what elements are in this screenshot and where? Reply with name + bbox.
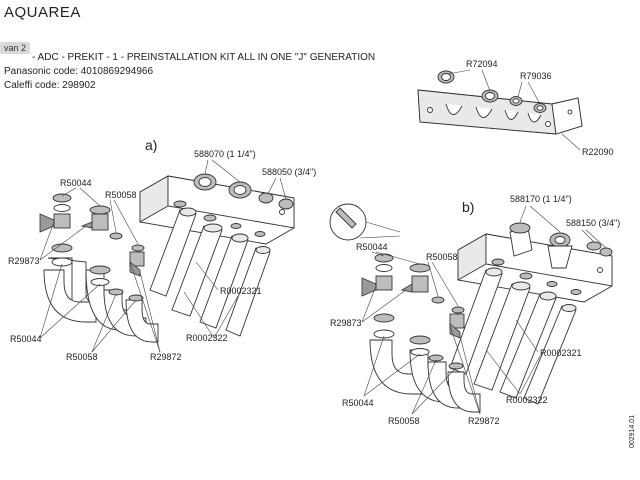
bracket-kit-illustration <box>417 70 583 135</box>
document-title: AQUAREA <box>4 4 81 21</box>
bracket-kit-leaders <box>447 69 581 151</box>
page-tab[interactable]: van 2 <box>0 42 31 54</box>
label-a-588050: 588050 (3/4") <box>262 167 316 177</box>
section-b-leaders <box>361 205 607 415</box>
label-r72094: R72094 <box>466 59 498 69</box>
document-code: 002914.01 <box>629 415 636 448</box>
label-b-r50044-top: R50044 <box>356 242 388 252</box>
label-a-r50058-bot: R50058 <box>66 352 98 362</box>
label-a-r0002321: R0002321 <box>220 286 262 296</box>
label-a-r50044-bot: R50044 <box>10 334 42 344</box>
label-b-r50058-top: R50058 <box>426 252 458 262</box>
label-r22090: R22090 <box>582 147 614 157</box>
label-b-r29872: R29872 <box>468 416 500 426</box>
label-a-r50044-top: R50044 <box>60 178 92 188</box>
section-a-leaders <box>39 159 287 353</box>
section-b-letter: b) <box>462 199 474 215</box>
caleffi-code: Caleffi code: 298902 <box>4 80 96 91</box>
section-b-illustration <box>329 203 613 413</box>
label-b-588150: 588150 (3/4") <box>566 218 620 228</box>
kit-description: - ADC - PREKIT - 1 - PREINSTALLATION KIT… <box>32 52 376 63</box>
label-b-r0002322: R0002322 <box>506 395 548 405</box>
label-a-r0002322: R0002322 <box>186 333 228 343</box>
label-a-r50058-top: R50058 <box>105 190 137 200</box>
label-b-r29873: R29873 <box>330 318 362 328</box>
panasonic-code: Panasonic code: 4010869294966 <box>4 66 154 77</box>
label-b-r50058-bot: R50058 <box>388 416 420 426</box>
label-a-588070: 588070 (1 1/4") <box>194 149 256 159</box>
label-a-r29873: R29873 <box>8 256 40 266</box>
label-b-r50044-bot: R50044 <box>342 398 374 408</box>
section-a-letter: a) <box>145 137 157 153</box>
label-b-588170: 588170 (1 1/4") <box>510 194 572 204</box>
label-b-r0002321: R0002321 <box>540 348 582 358</box>
section-a-illustration <box>39 173 295 343</box>
label-a-r29872: R29872 <box>150 352 182 362</box>
label-r79036: R79036 <box>520 71 552 81</box>
